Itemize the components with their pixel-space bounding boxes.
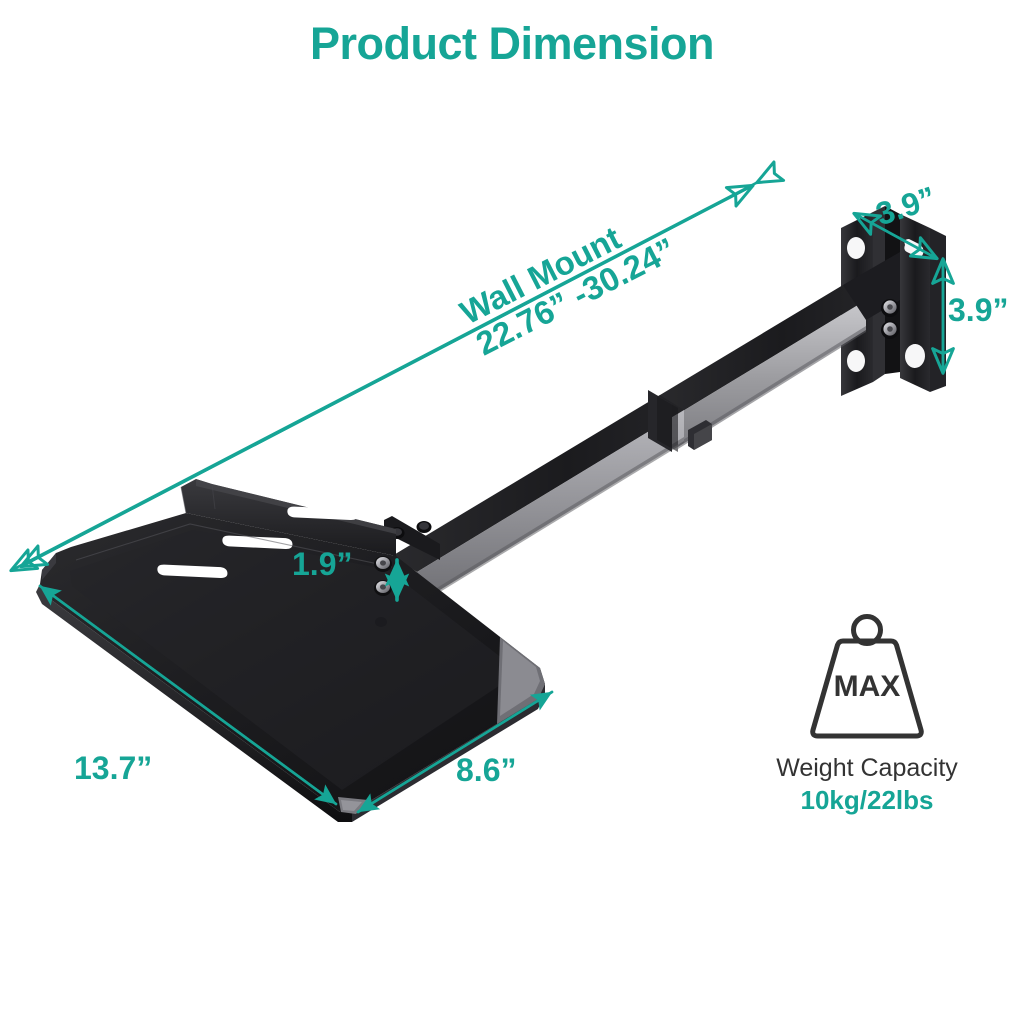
weight-capacity-label: Weight Capacity	[776, 754, 958, 782]
max-icon-text: MAX	[834, 670, 901, 703]
dimension-label-tray-depth: 8.6”	[456, 752, 517, 788]
dimension-label-tray-width: 13.7”	[74, 750, 153, 786]
dimension-label-bracket-height: 3.9”	[948, 292, 1009, 328]
dimension-label-tray-lip-height: 1.9”	[292, 546, 353, 582]
page-title: Product Dimension	[309, 18, 715, 69]
weight-capacity-value: 10kg/22lbs	[800, 785, 934, 815]
weight-capacity-block: MAX Weight Capacity 10kg/22lbs	[742, 612, 992, 816]
max-weight-icon: MAX	[810, 614, 924, 739]
